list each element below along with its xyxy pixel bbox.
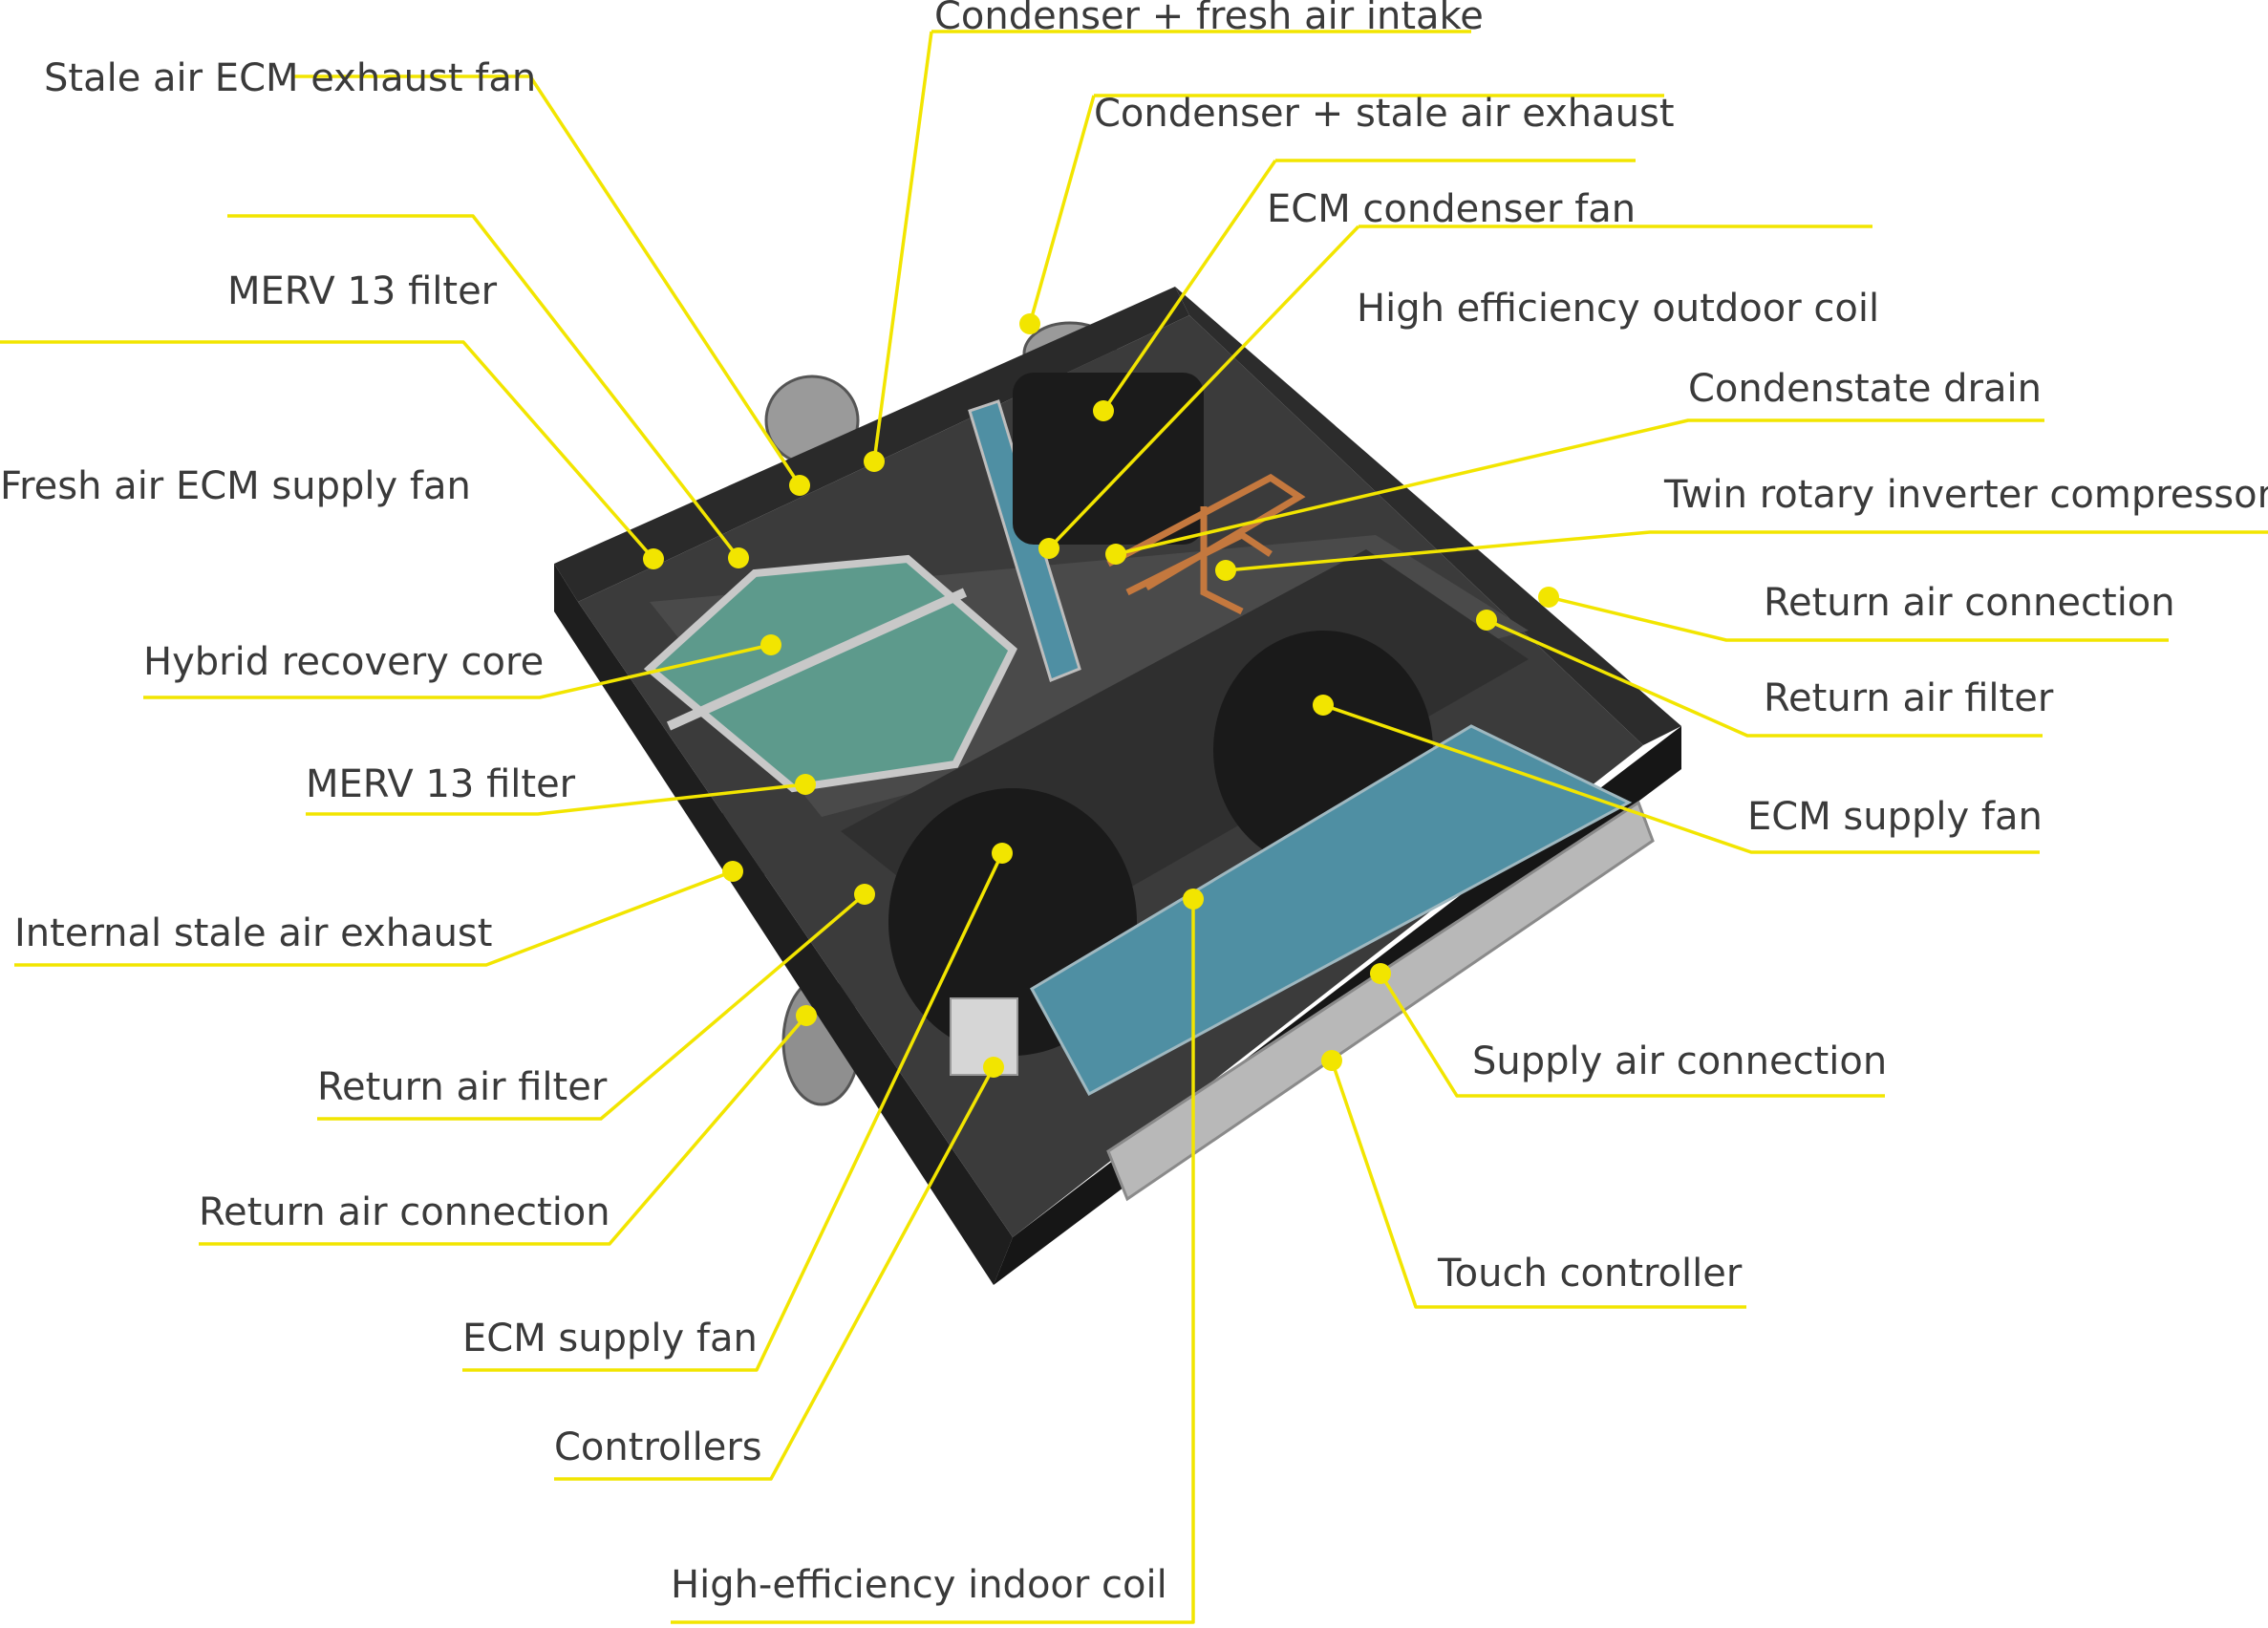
dot-supply-fan-left (992, 843, 1013, 864)
label-compressor: Twin rotary inverter compressor (1663, 473, 2268, 517)
dot-return-filter-right (1476, 610, 1497, 631)
leader-return-connection-left (199, 1014, 808, 1246)
leader-merv13-mid (306, 782, 806, 816)
dot-condenser-stale-exhaust (1019, 313, 1040, 334)
leader-condenser-fresh-intake-drop (872, 31, 933, 462)
leader-supply-fan-right (1322, 703, 2040, 854)
dot-indoor-coil (1183, 889, 1204, 910)
leader-ecm-condenser-fan-drop (1102, 160, 1277, 412)
dot-outdoor-coil (1038, 538, 1059, 559)
leader-return-filter-left (317, 892, 867, 1121)
label-return-connection-right: Return air connection (1764, 581, 2175, 625)
core-strap (666, 588, 968, 731)
label-stale-exhaust-fan: Stale air ECM exhaust fan (44, 56, 536, 100)
leader-compressor (1225, 530, 2268, 572)
label-condenser-stale-exhaust: Condenser + stale air exhaust (1094, 92, 1675, 136)
leader-internal-exhaust (14, 869, 734, 967)
leader-return-filter-right (1486, 618, 2043, 738)
dot-compressor (1215, 560, 1236, 581)
dot-return-connection-right (1538, 587, 1559, 608)
label-controllers: Controllers (554, 1425, 762, 1469)
label-touch-controller: Touch controller (1437, 1252, 1743, 1296)
label-outdoor-coil: High efficiency outdoor coil (1357, 287, 1879, 331)
leader-condensate-drain (1115, 418, 2044, 556)
label-condenser-fresh-intake: Condenser + fresh air intake (934, 0, 1484, 38)
label-merv13-mid: MERV 13 filter (306, 762, 576, 806)
dot-stale-exhaust-fan (789, 475, 810, 496)
leader-supply-connection (1379, 973, 1885, 1098)
leader-outdoor-coil-drop (1047, 225, 1360, 550)
leader-fresh-supply-fan (0, 340, 655, 561)
casing-right-wall (1175, 287, 1681, 745)
leader-stale-exhaust-fan (294, 75, 802, 486)
label-supply-fan-left: ECM supply fan (462, 1317, 758, 1360)
casing-front-left-wall (554, 564, 1013, 1285)
leader-indoor-coil (671, 899, 1195, 1624)
dot-merv13-mid (795, 774, 816, 795)
label-supply-connection: Supply air connection (1472, 1039, 1887, 1083)
dot-supply-fan-right (1313, 695, 1334, 716)
leader-condenser-stale-exhaust-drop (1028, 95, 1096, 325)
dot-merv13-top (728, 547, 749, 568)
label-indoor-coil: High-efficiency indoor coil (671, 1563, 1167, 1607)
dot-fresh-supply-fan (643, 548, 664, 569)
label-merv13-top: MERV 13 filter (227, 269, 498, 313)
dot-return-filter-left (854, 884, 875, 905)
dot-ecm-condenser-fan (1093, 400, 1114, 421)
label-return-filter-right: Return air filter (1764, 676, 2054, 720)
dot-recovery-core (760, 634, 781, 655)
dot-controllers (983, 1057, 1004, 1078)
hvac-unit-illustration (554, 287, 1681, 1285)
dot-supply-connection (1370, 963, 1391, 984)
leader-supply-fan-left (462, 852, 1004, 1372)
label-supply-fan-right: ECM supply fan (1747, 795, 2043, 839)
dot-touch-controller (1321, 1050, 1342, 1071)
leader-touch-controller (1330, 1060, 1746, 1309)
label-return-connection-left: Return air connection (199, 1190, 610, 1234)
label-ecm-condenser-fan: ECM condenser fan (1267, 187, 1636, 231)
leader-lines (0, 30, 2268, 1624)
leader-controllers (554, 1066, 995, 1481)
leader-return-connection-right (1548, 595, 2169, 642)
controllers-box (950, 997, 1018, 1076)
leader-merv13-top (227, 214, 740, 560)
label-recovery-core: Hybrid recovery core (143, 640, 544, 684)
indoor-coil (1029, 724, 1633, 1097)
label-condensate-drain: Condenstate drain (1688, 367, 2042, 411)
label-fresh-supply-fan: Fresh air ECM supply fan (0, 464, 471, 508)
label-return-filter-left: Return air filter (317, 1065, 608, 1109)
leader-dots (643, 313, 1559, 1078)
leader-recovery-core (143, 643, 772, 699)
dot-return-connection-left (796, 1005, 817, 1026)
condenser-fan-housing (1013, 373, 1204, 545)
dot-internal-exhaust (722, 861, 743, 882)
dot-condensate-drain (1105, 544, 1126, 565)
label-internal-exhaust: Internal stale air exhaust (14, 911, 492, 955)
dot-condenser-fresh-intake (864, 451, 885, 472)
supply-air-grille (1106, 800, 1655, 1202)
